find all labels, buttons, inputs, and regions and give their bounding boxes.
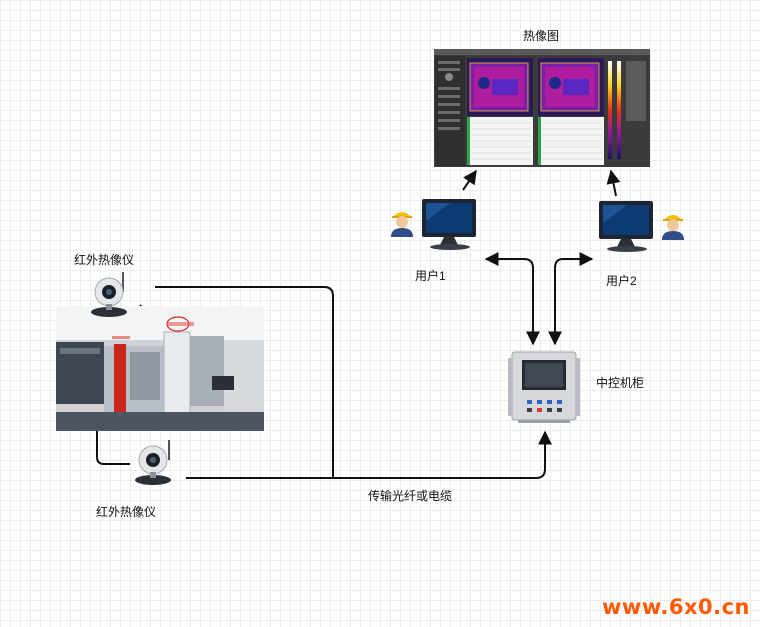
camera-bottom-link-line [186,430,552,479]
user2-cabinet-arrow [548,252,594,346]
monitor-icon [599,201,653,252]
control-cabinet-icon [508,351,580,423]
monitor-icon [422,199,476,250]
camera-top-label: 红外热像仪 [74,253,135,267]
worker-avatar-icon [662,215,684,240]
control-cabinet-label: 中控机柜 [596,376,645,390]
infrared-camera-icon [91,272,127,317]
camera-top-link-line [155,286,334,478]
user1-to-thermal-arrow [462,169,477,191]
die-casting-machine-photo [56,306,264,431]
thermal-image-screenshot [434,49,650,167]
link-label: 传输光纤或电缆 [368,489,453,503]
user2-label: 用户2 [606,274,637,288]
user2-to-thermal-arrow [606,169,621,197]
user1-cabinet-arrow [484,252,540,346]
watermark-text: www.6x0.cn [602,595,750,619]
camera-bottom-label: 红外热像仪 [96,505,157,519]
user1-label: 用户1 [415,269,446,283]
thermal-image-title: 热像图 [523,29,560,43]
infrared-camera-icon [135,440,171,485]
worker-avatar-icon [391,212,413,237]
